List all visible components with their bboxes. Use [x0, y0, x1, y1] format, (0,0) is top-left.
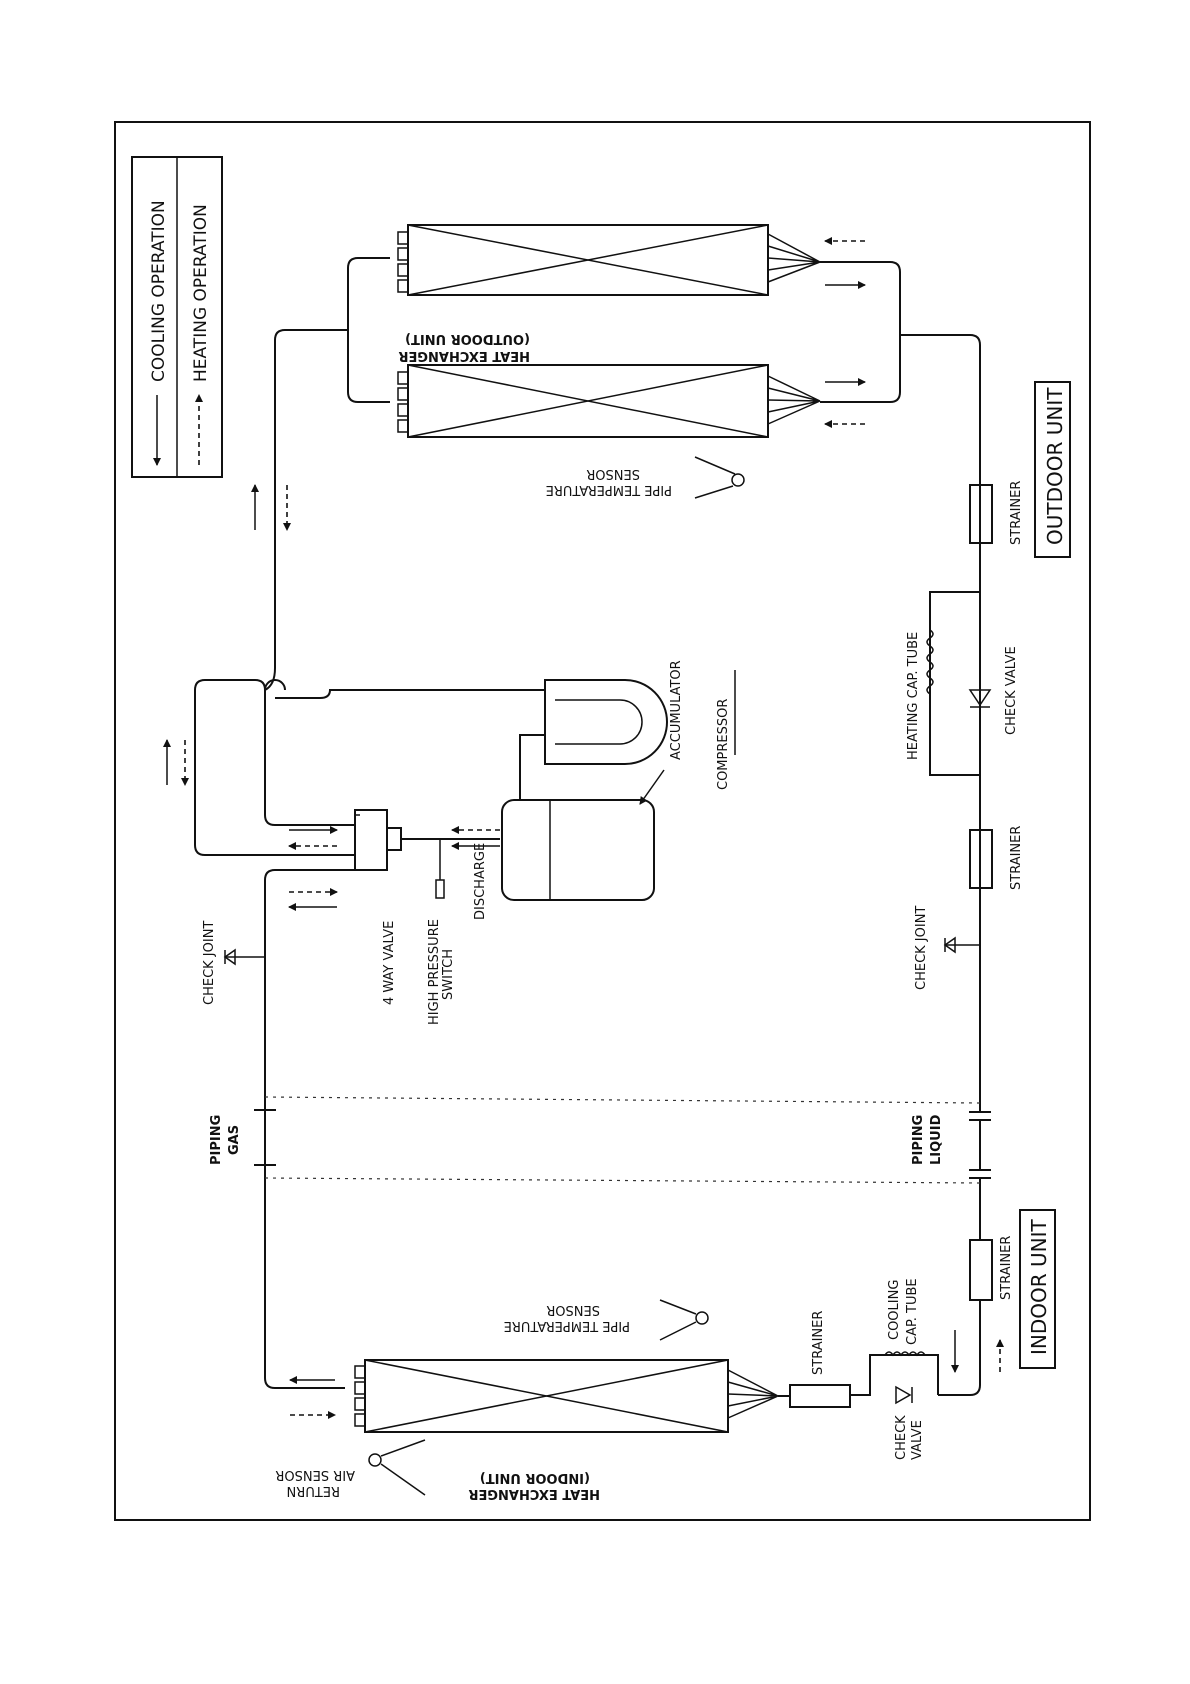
unit-separator-lower	[264, 1177, 981, 1184]
indoor-heat-exchanger	[354, 1359, 779, 1433]
indoor-strainer-small: STRAINER	[789, 1311, 851, 1408]
svg-text:RETURN: RETURN	[287, 1483, 340, 1498]
svg-text:INDOOR UNIT: INDOOR UNIT	[1027, 1219, 1051, 1355]
svg-text:OUTDOOR UNIT: OUTDOOR UNIT	[1043, 387, 1067, 545]
svg-text:COMPRESSOR: COMPRESSOR	[716, 699, 731, 790]
svg-text:STRAINER: STRAINER	[1009, 826, 1024, 890]
outdoor-unit-label: OUTDOOR UNIT	[1034, 381, 1071, 558]
svg-text:CAP. TUBE: CAP. TUBE	[905, 1278, 920, 1345]
svg-text:SENSOR: SENSOR	[586, 466, 640, 481]
outdoor-hx-label-line2: (OUTDOOR UNIT)	[405, 331, 530, 346]
piping-liquid-label-1: PIPING	[911, 1115, 926, 1165]
outdoor-pipe-temp-sensor: PIPE TEMPERATURE SENSOR	[546, 456, 745, 499]
compressor: COMPRESSOR	[501, 670, 736, 901]
legend-cooling-label: COOLING OPERATION	[149, 200, 169, 382]
indoor-check-valve: CHECK VALVE	[894, 1385, 925, 1460]
indoor-pipe-temp-sensor: PIPE TEMPERATURE SENSOR	[504, 1299, 709, 1341]
legend-heating-label: HEATING OPERATION	[191, 204, 211, 382]
svg-text:STRAINER: STRAINER	[1009, 481, 1024, 545]
svg-text:ACCUMULATOR: ACCUMULATOR	[669, 660, 684, 760]
svg-text:HEATING CAP. TUBE: HEATING CAP. TUBE	[906, 632, 921, 760]
svg-text:SWITCH: SWITCH	[441, 949, 456, 1000]
indoor-unit-label: INDOOR UNIT	[1019, 1209, 1056, 1369]
check-valve-outdoor: CHECK VALVE	[968, 646, 1019, 735]
strainer-outdoor-1: STRAINER	[969, 481, 1024, 545]
heating-cap-tube: HEATING CAP. TUBE	[906, 629, 934, 760]
return-air-sensor: RETURN AIR SENSOR	[275, 1439, 426, 1498]
svg-text:STRAINER: STRAINER	[999, 1236, 1014, 1300]
svg-text:PIPE TEMPERATURE: PIPE TEMPERATURE	[546, 482, 672, 497]
svg-text:CHECK VALVE: CHECK VALVE	[1004, 646, 1019, 735]
indoor-strainer-main: STRAINER	[969, 1236, 1014, 1301]
outdoor-heat-exchanger-2	[397, 364, 821, 438]
svg-text:COOLING: COOLING	[887, 1280, 902, 1340]
check-joint-gas: CHECK JOINT	[202, 921, 265, 1005]
svg-text:STRAINER: STRAINER	[811, 1311, 826, 1375]
indoor-hx-label-line1: HEAT EXCHANGER	[468, 1486, 600, 1501]
svg-text:PIPE TEMPERATURE: PIPE TEMPERATURE	[504, 1318, 630, 1333]
svg-text:AIR SENSOR: AIR SENSOR	[275, 1467, 355, 1482]
svg-text:CHECK JOINT: CHECK JOINT	[202, 921, 217, 1005]
svg-text:CHECK JOINT: CHECK JOINT	[914, 906, 929, 990]
piping-gas-label-2: GAS	[227, 1125, 242, 1155]
cooling-cap-tube: COOLING CAP. TUBE	[884, 1278, 926, 1357]
svg-text:CHECK: CHECK	[894, 1415, 909, 1460]
svg-text:VALVE: VALVE	[910, 1420, 925, 1460]
strainer-outdoor-2: STRAINER	[969, 826, 1024, 890]
outdoor-hx-label-line1: HEAT EXCHANGER	[398, 348, 530, 363]
check-joint-liquid: CHECK JOINT	[914, 906, 980, 990]
svg-text:HIGH PRESSURE: HIGH PRESSURE	[427, 919, 442, 1025]
accumulator: ACCUMULATOR	[275, 660, 684, 765]
outdoor-heat-exchanger-1	[397, 224, 821, 296]
svg-text:SENSOR: SENSOR	[546, 1302, 600, 1317]
diagram-frame	[114, 121, 1091, 1521]
piping-gas-label-1: PIPING	[209, 1115, 224, 1165]
four-way-valve-label: 4 WAY VALVE	[382, 921, 397, 1005]
legend: COOLING OPERATION HEATING OPERATION	[131, 156, 223, 478]
indoor-hx-label-line2: (INDOOR UNIT)	[480, 1470, 590, 1485]
piping-liquid-label-2: LIQUID	[929, 1114, 944, 1165]
discharge-label: DISCHARGE	[473, 843, 488, 920]
four-way-valve	[354, 809, 402, 871]
unit-separator-upper	[264, 1096, 981, 1104]
high-pressure-switch: HIGH PRESSURE SWITCH	[401, 838, 500, 1025]
